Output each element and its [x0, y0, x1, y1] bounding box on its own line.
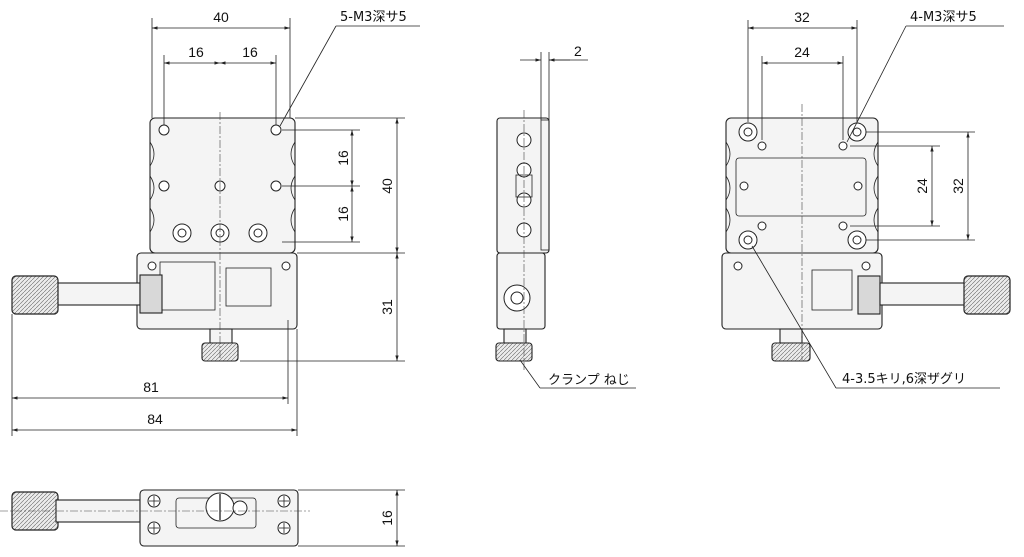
dim-bottom-width-24: 24 — [761, 44, 844, 140]
svg-text:16: 16 — [379, 510, 395, 526]
svg-text:32: 32 — [950, 178, 966, 194]
bottom-tapped-hole — [757, 141, 767, 151]
svg-text:40: 40 — [213, 9, 229, 25]
dim-side-2: 2 — [520, 43, 588, 120]
bottom-side-hole — [853, 181, 863, 191]
front-clamp-neck — [209, 328, 233, 344]
svg-text:16: 16 — [188, 44, 204, 60]
dim-bottom-vertical: 24 32 — [850, 131, 975, 241]
bottom-counterbore-inner — [852, 235, 862, 245]
front-counterbore-inner — [253, 228, 263, 238]
front-base-recess — [225, 267, 272, 307]
svg-text:16: 16 — [335, 206, 351, 222]
bottom-feed-collar — [857, 275, 881, 315]
side-plate-edge — [540, 119, 550, 251]
dim-front-width-40: 40 — [151, 9, 291, 118]
dim-front-vertical-40-31: 40 31 — [240, 117, 405, 362]
top-view: 16 — [0, 489, 405, 547]
dim-front-overall: 81 84 — [11, 314, 298, 436]
svg-text:31: 31 — [379, 299, 395, 315]
side-feed-knob-core — [510, 291, 524, 305]
svg-text:16: 16 — [335, 150, 351, 166]
svg-text:4-M3深サ5: 4-M3深サ5 — [910, 10, 977, 25]
svg-text:40: 40 — [379, 178, 395, 194]
svg-text:5-M3深サ5: 5-M3深サ5 — [340, 10, 407, 25]
bottom-tapped-hole — [838, 141, 848, 151]
top-screw — [232, 500, 248, 516]
svg-text:81: 81 — [143, 379, 159, 395]
front-feed-knob — [11, 275, 59, 315]
note-bottom-counterbore: 4-3.5キリ,6深ザグリ — [751, 245, 1000, 389]
svg-text:クランプ ねじ: クランプ ねじ — [548, 373, 630, 388]
side-view: 2 クランプ ねじ — [495, 43, 636, 389]
svg-text:16: 16 — [242, 44, 258, 60]
bottom-counterbore-inner — [743, 127, 753, 137]
bottom-side-hole — [739, 181, 749, 191]
bottom-tapped-hole — [757, 221, 767, 231]
svg-text:84: 84 — [147, 411, 163, 427]
svg-text:32: 32 — [794, 9, 810, 25]
bottom-feed-shaft — [879, 282, 969, 306]
note-bottom-tapped: 4-M3深サ5 — [846, 10, 1004, 143]
svg-text:2: 2 — [574, 43, 582, 59]
bottom-base-hole — [861, 261, 871, 271]
svg-text:24: 24 — [794, 44, 810, 60]
front-base-hole — [147, 261, 157, 271]
front-feed-collar — [139, 274, 163, 314]
top-holes — [147, 494, 291, 535]
front-hole — [158, 124, 170, 136]
dim-top-16: 16 — [298, 489, 405, 547]
front-hole — [270, 180, 282, 192]
side-clamp-knob — [495, 342, 533, 362]
bottom-counterbore-inner — [743, 235, 753, 245]
front-view: 40 16 16 5-M3深サ5 16 16 — [11, 9, 420, 436]
bottom-clamp-knob — [771, 342, 811, 362]
front-hole — [270, 124, 282, 136]
front-hole — [158, 180, 170, 192]
bottom-clamp-neck — [779, 328, 803, 344]
front-side-notches — [149, 141, 296, 233]
svg-text:4-3.5キリ,6深ザグリ: 4-3.5キリ,6深ザグリ — [842, 372, 966, 387]
svg-text:24: 24 — [914, 178, 930, 194]
bottom-view: 32 24 4-M3深サ5 24 32 — [721, 9, 1011, 389]
note-front-tapped: 5-M3深サ5 — [279, 10, 420, 127]
dim-bottom-width-32: 32 — [747, 9, 858, 122]
bottom-feed-knob — [963, 275, 1011, 315]
bottom-base-hole — [733, 261, 743, 271]
dim-front-pitch-16: 16 16 — [163, 44, 277, 125]
dim-front-vertical-16: 16 16 — [282, 129, 360, 243]
front-counterbore-inner — [177, 228, 187, 238]
bottom-center-rail — [735, 157, 867, 217]
bottom-side-notches — [725, 141, 879, 233]
side-clamp-neck — [503, 328, 527, 344]
bottom-counterbore-inner — [852, 127, 862, 137]
bottom-tapped-hole — [838, 221, 848, 231]
front-feed-shaft — [55, 282, 141, 306]
note-clamp-screw: クランプ ねじ — [519, 359, 636, 389]
front-base-hole — [281, 261, 291, 271]
bottom-base-recess — [811, 269, 853, 311]
